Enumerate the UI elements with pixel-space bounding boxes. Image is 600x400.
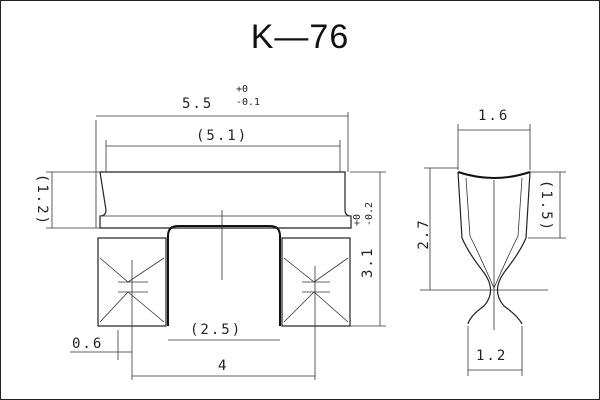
dim-ref-height-left: (1.2) bbox=[34, 174, 50, 226]
dim-height-right: 3.1 bbox=[360, 247, 376, 278]
dim-side-height: 2.7 bbox=[416, 218, 432, 249]
dim-height-right-tol-upper: +0 bbox=[352, 214, 363, 226]
dim-overall-length-tol-lower: -0.1 bbox=[236, 97, 260, 108]
dim-side-bottom-width: 1.2 bbox=[476, 348, 507, 364]
dim-gap: (2.5) bbox=[190, 322, 242, 338]
front-view bbox=[97, 171, 352, 380]
side-dimension-lines bbox=[424, 124, 566, 376]
dim-height-right-tol-lower: -0.2 bbox=[364, 202, 375, 226]
part-title: K—76 bbox=[250, 18, 350, 56]
dim-side-width: 1.6 bbox=[478, 108, 509, 124]
dim-side-ref-height: (1.5) bbox=[538, 180, 554, 232]
dim-overall-length-tol-upper: +0 bbox=[236, 84, 248, 95]
front-dimension-lines bbox=[46, 112, 386, 377]
dim-pitch: 4 bbox=[218, 358, 228, 374]
dim-offset: 0.6 bbox=[72, 336, 103, 352]
side-view bbox=[420, 171, 548, 330]
dim-overall-length: 5.5 bbox=[182, 96, 213, 112]
dim-ref-length: (5.1) bbox=[196, 128, 248, 144]
